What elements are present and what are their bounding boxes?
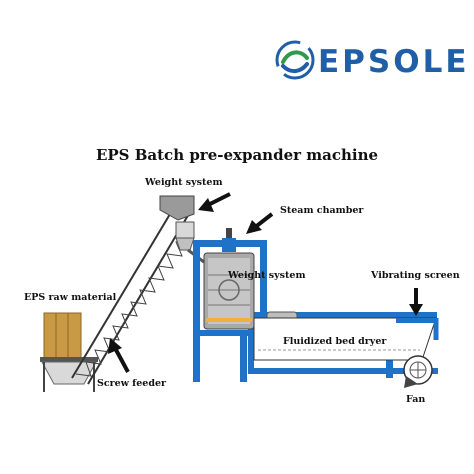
label-fluidized-bed-dryer: Fluidized bed dryer bbox=[283, 336, 387, 347]
epsole-logo-icon bbox=[275, 40, 315, 80]
arrow-weight-system bbox=[198, 192, 231, 212]
label-fan: Fan bbox=[406, 394, 426, 405]
pointer-arrows bbox=[108, 192, 423, 373]
label-eps-raw-material: EPS raw material bbox=[24, 292, 117, 303]
raw-material-bag bbox=[40, 312, 98, 392]
label-weight-system-top: Weight system bbox=[145, 177, 223, 188]
brand-name: EPSOLE bbox=[318, 44, 470, 80]
fan bbox=[403, 355, 433, 388]
label-steam-chamber: Steam chamber bbox=[280, 205, 364, 216]
label-weight-system-inner: Weight system bbox=[228, 270, 306, 281]
weight-hopper bbox=[175, 221, 205, 264]
arrow-screw-feeder bbox=[108, 338, 130, 373]
arrow-vibrating-screen bbox=[409, 288, 423, 316]
vibrating-screen bbox=[396, 318, 439, 340]
diagram-title: EPS Batch pre-expander machine bbox=[95, 146, 379, 164]
arrow-steam-chamber bbox=[246, 212, 274, 234]
expansion-vessel bbox=[203, 228, 255, 330]
label-screw-feeder: Screw feeder bbox=[97, 378, 167, 389]
label-vibrating-screen: Vibrating screen bbox=[371, 270, 460, 281]
screw-feeder bbox=[71, 195, 195, 385]
